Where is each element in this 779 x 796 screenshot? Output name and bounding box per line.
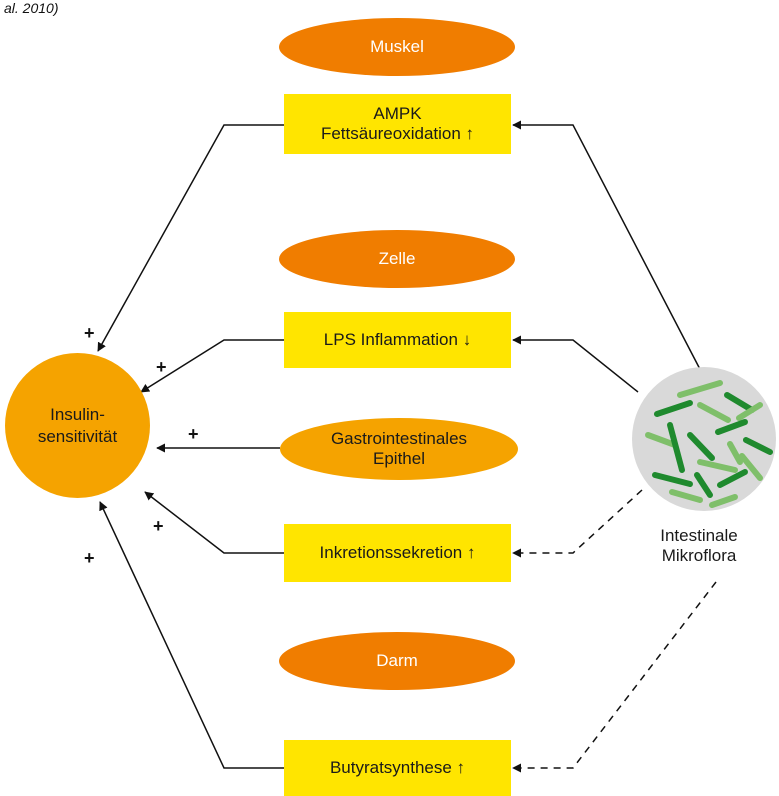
insulin-label-line1: Insulin- [50,405,105,425]
organ-darm: Darm [279,632,515,690]
plus-sign-ampk: + [84,323,95,343]
box-lps-label: LPS Inflammation ↓ [323,329,472,349]
plus-sign-butyrat: + [84,548,95,568]
arrow-lps-to-insulin [140,339,284,393]
arrow-inkretion-to-insulin [144,491,284,554]
box-lps: LPS Inflammation ↓ [284,312,511,368]
microflora-label: Intestinale Mikroflora [624,526,774,567]
plus-sign-lps: + [156,357,167,377]
organ-muskel: Muskel [279,18,515,76]
box-ampk-line2: Fettsäureoxidation ↑ [320,124,475,143]
box-butyrat: Butyratsynthese ↑ [284,740,511,796]
arrow-microflora-to-lps [512,335,639,393]
arrow-microflora-to-inkretion [512,489,643,558]
organ-zelle: Zelle [279,230,515,288]
epithel-node: Gastrointestinales Epithel [280,418,518,480]
figure-caption: al. 2010) [4,0,59,16]
arrow-ampk-to-insulin [97,124,284,352]
insulin-label-line2: sensitivität [37,426,118,446]
epithel-label-line2: Epithel [373,449,425,468]
microflora-label-line2: Mikroflora [661,546,737,566]
arrow-microflora-to-ampk [512,120,704,376]
organ-zelle-label: Zelle [378,249,416,269]
microflora-label-line1: Intestinale [660,526,738,545]
box-ampk-line1: AMPK [373,103,422,123]
organ-muskel-label: Muskel [370,37,424,57]
arrow-butyrat-to-insulin [99,501,284,769]
plus-sign-epithel: + [188,424,199,444]
epithel-label-line1: Gastrointestinales [330,429,468,449]
plus-sign-inkretion: + [153,516,164,536]
arrow-microflora-to-butyrat [512,581,717,773]
box-inkretion: Inkretionssekretion ↑ [284,524,511,582]
microflora-bacteria-icon [632,367,776,511]
organ-darm-label: Darm [376,651,418,671]
box-inkretion-label: Inkretionssekretion ↑ [319,542,476,562]
box-ampk: AMPK Fettsäureoxidation ↑ [284,94,511,154]
insulin-sensitivity-node: Insulin- sensitivität [5,353,150,498]
box-butyrat-label: Butyratsynthese ↑ [329,757,466,777]
